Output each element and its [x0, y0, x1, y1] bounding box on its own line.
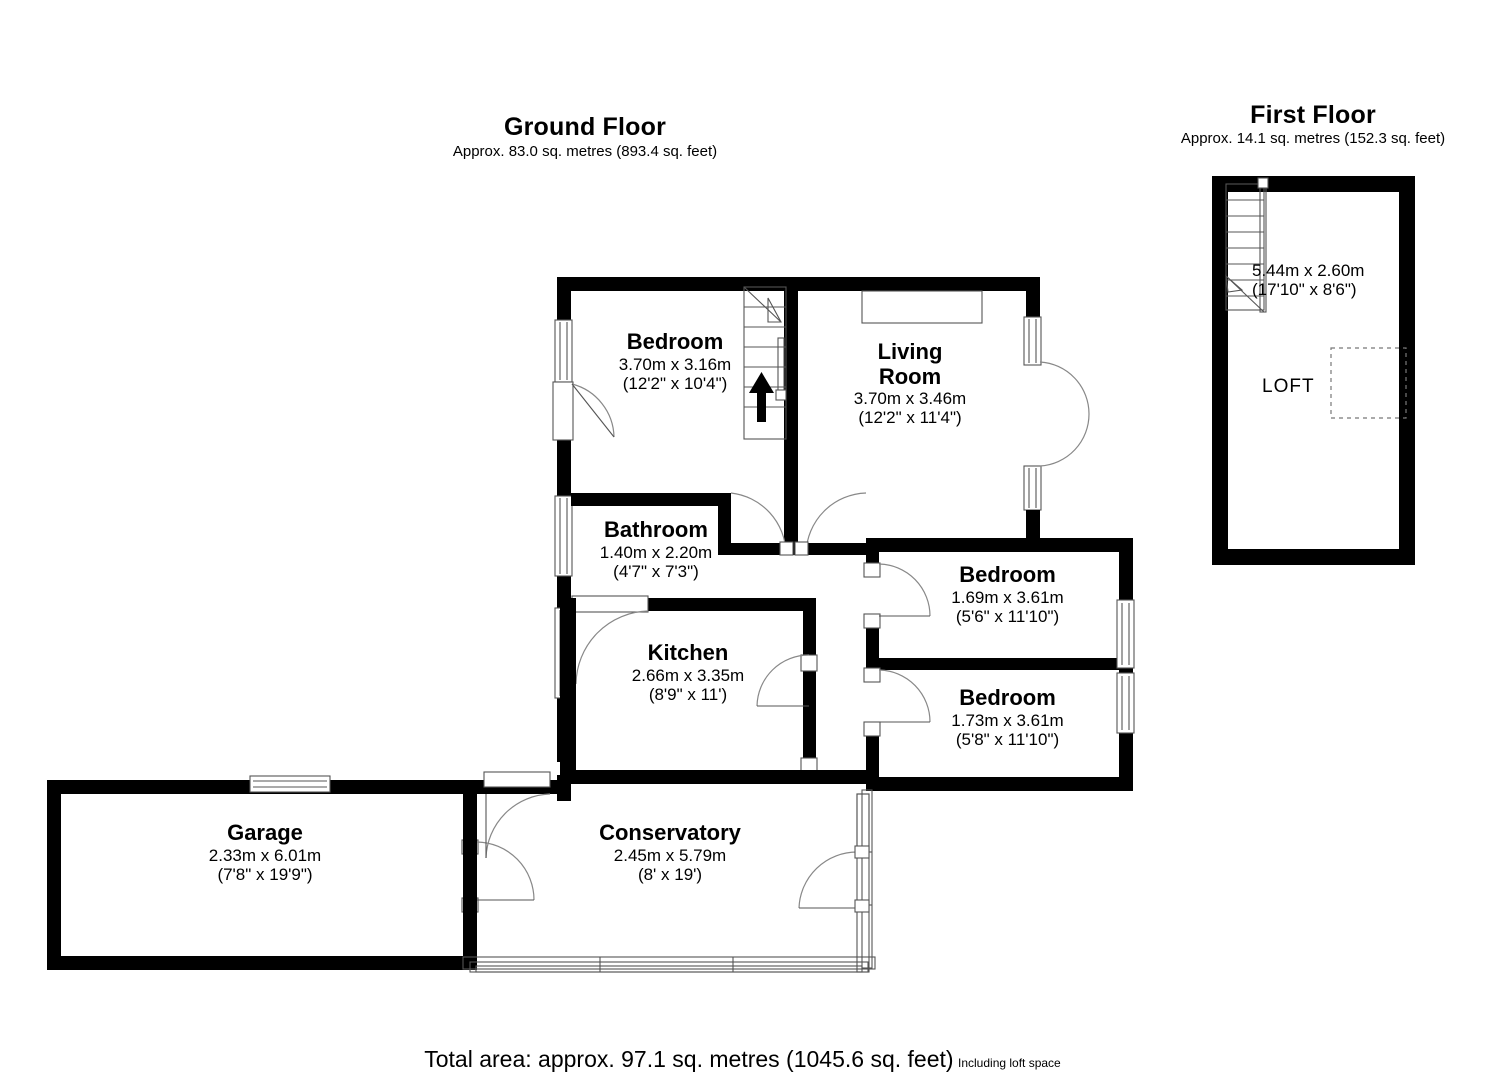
room-dimensions-imperial: (12'2" x 11'4") [858, 408, 962, 428]
room-label-kitchen: Kitchen 2.66m x 3.35m (8'9" x 11') [593, 640, 783, 704]
loft-dimensions-imperial: (17'10" x 8'6") [1252, 280, 1357, 300]
living-room-fixture [861, 290, 983, 324]
room-name: Conservatory [599, 820, 741, 845]
first-floor-subtitle: Approx. 14.1 sq. metres (152.3 sq. feet) [1180, 130, 1446, 147]
window-living-right-lower [1023, 465, 1042, 511]
room-label-garage: Garage 2.33m x 6.01m (7'8" x 19'9") [170, 820, 360, 884]
room-dimensions-metric: 3.70m x 3.16m [618, 354, 732, 374]
total-area-note: Including loft space [958, 1056, 1061, 1070]
first-floor-outline [1212, 176, 1415, 565]
room-label-bedroom-3: Bedroom 1.73m x 3.61m (5'8" x 11'10") [905, 685, 1110, 749]
loft-hatch [1330, 347, 1407, 419]
window-left-bathroom [554, 495, 573, 577]
door-hall-left [718, 492, 794, 556]
room-label-living-room: Living Room 3.70m x 3.46m (12'2" x 11'4"… [815, 339, 1005, 428]
room-dimensions-imperial: (4'7" x 7'3") [613, 561, 699, 581]
up-arrow-icon [749, 372, 774, 422]
room-dimensions-metric: 2.33m x 6.01m [208, 845, 322, 865]
room-dimensions-metric: 1.69m x 3.61m [951, 587, 1064, 607]
room-dimensions-metric: 3.70m x 3.46m [853, 389, 967, 409]
room-dimensions-metric: 1.73m x 3.61m [951, 710, 1064, 730]
loft-label: LOFT [1262, 376, 1315, 397]
conservatory-glazing [462, 789, 876, 973]
loft-dimensions-metric: 5.44m x 2.60m [1252, 261, 1365, 280]
total-area-text: Total area: approx. 97.1 sq. metres (104… [424, 1046, 954, 1072]
room-dimensions-imperial: (5'8" x 11'10") [955, 729, 1060, 749]
first-floor-title: First Floor [1250, 101, 1376, 129]
ground-floor-title: Ground Floor [503, 113, 667, 141]
room-dimensions-metric: 2.66m x 3.35m [631, 665, 745, 685]
ground-floor-subtitle: Approx. 83.0 sq. metres (893.4 sq. feet) [452, 143, 718, 160]
room-name: Bedroom [959, 562, 1056, 587]
room-label-bathroom: Bathroom 1.40m x 2.20m (4'7" x 7'3") [556, 517, 756, 581]
window-living-right-upper [1023, 316, 1042, 366]
door-conservatory-top [483, 771, 551, 859]
room-dimensions-imperial: (5'6" x 11'10") [955, 606, 1060, 626]
door-bathroom [571, 595, 649, 685]
door-bedroom-upper-right [878, 563, 931, 617]
room-dimensions-metric: 1.40m x 2.20m [599, 542, 713, 562]
staircase-loft [1225, 177, 1269, 313]
window-bedroom-lower-right [1116, 672, 1135, 734]
room-name: Garage [227, 820, 303, 845]
room-label-bedroom-1: Bedroom 3.70m x 3.16m (12'2" x 10'4") [560, 329, 790, 393]
room-dimensions-metric: 2.45m x 5.79m [613, 845, 727, 865]
room-dimensions-imperial: (7'8" x 19'9") [217, 864, 313, 884]
room-name: Bedroom [959, 685, 1056, 710]
room-dimensions-imperial: (8' x 19') [637, 864, 703, 884]
loft-dimensions: 5.44m x 2.60m (17'10" x 8'6") [1252, 261, 1364, 299]
room-name: Bedroom [626, 329, 724, 354]
window-garage-top [249, 775, 331, 793]
room-label-conservatory: Conservatory 2.45m x 5.79m (8' x 19') [570, 820, 770, 884]
window-bedroom-upper-right [1116, 599, 1135, 669]
door-living-right-external [1039, 361, 1090, 467]
door-hall-right [794, 492, 867, 556]
room-name-line2: Room [878, 363, 942, 389]
staircase-ground [743, 286, 787, 440]
room-dimensions-imperial: (12'2" x 10'4") [622, 373, 728, 393]
room-name-line1: Living [877, 339, 943, 364]
door-bedroom-left-external [552, 381, 615, 441]
door-bedroom-lower-right [878, 669, 931, 723]
room-name: Kitchen [647, 640, 729, 665]
door-kitchen [756, 654, 818, 773]
room-label-bedroom-2: Bedroom 1.69m x 3.61m (5'6" x 11'10") [905, 562, 1110, 626]
total-area-line: Total area: approx. 97.1 sq. metres (104… [0, 1046, 1485, 1073]
room-dimensions-imperial: (8'9" x 11') [648, 684, 728, 704]
window-left-bedroom [554, 319, 573, 383]
room-name: Bathroom [604, 517, 708, 542]
